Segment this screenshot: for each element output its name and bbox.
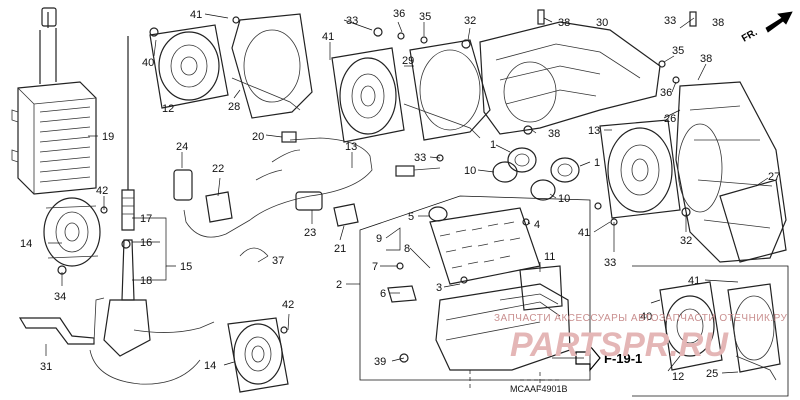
callout-3: 3 bbox=[436, 282, 442, 294]
callout-17: 17 bbox=[140, 213, 152, 225]
callout-32: 32 bbox=[464, 15, 476, 27]
callout-10: 10 bbox=[464, 165, 476, 177]
callout-29: 29 bbox=[402, 55, 414, 67]
callout-13: 13 bbox=[345, 141, 357, 153]
callout-26: 26 bbox=[664, 113, 676, 125]
callout-36: 36 bbox=[660, 87, 672, 99]
leader-lines bbox=[45, 13, 769, 388]
callout-15: 15 bbox=[180, 261, 192, 273]
callout-40: 40 bbox=[640, 311, 652, 323]
antenna-cable-drawing bbox=[173, 131, 441, 257]
amplifier-unit-drawing bbox=[11, 7, 97, 195]
speaker-front-door-drawing bbox=[331, 39, 491, 143]
callout-5: 5 bbox=[408, 211, 414, 223]
callout-33: 33 bbox=[346, 15, 358, 27]
audio-unit-drawing bbox=[359, 195, 591, 381]
callout-27: 27 bbox=[768, 171, 780, 183]
callout-35: 35 bbox=[419, 11, 431, 23]
front-direction-label: FR. bbox=[740, 27, 760, 45]
diagram-code: MCAAF4901B bbox=[510, 384, 568, 394]
callout-22: 22 bbox=[212, 163, 224, 175]
speaker-side-left-drawing bbox=[43, 197, 101, 267]
callout-38: 38 bbox=[558, 17, 570, 29]
watermark-line2: PARTSPR.RU bbox=[510, 326, 729, 364]
callout-13: 13 bbox=[588, 125, 600, 137]
callout-1: 1 bbox=[490, 139, 496, 151]
callout-12: 12 bbox=[162, 103, 174, 115]
callout-33: 33 bbox=[604, 257, 616, 269]
callout-42: 42 bbox=[282, 299, 294, 311]
callout-23: 23 bbox=[304, 227, 316, 239]
callout-6: 6 bbox=[380, 288, 386, 300]
callout-33: 33 bbox=[664, 15, 676, 27]
callout-25: 25 bbox=[706, 368, 718, 380]
callout-7: 7 bbox=[372, 261, 378, 273]
callout-41: 41 bbox=[688, 275, 700, 287]
antenna-bracket-drawing bbox=[18, 297, 105, 345]
callout-30: 30 bbox=[596, 17, 608, 29]
reference-link[interactable]: F-19-1 bbox=[575, 344, 642, 372]
callout-35: 35 bbox=[672, 45, 684, 57]
callout-38: 38 bbox=[548, 128, 560, 140]
detail-inset-drawing bbox=[632, 265, 789, 397]
callout-14: 14 bbox=[204, 360, 216, 372]
callout-40: 40 bbox=[142, 57, 154, 69]
callout-42: 42 bbox=[96, 185, 108, 197]
callout-31: 31 bbox=[40, 361, 52, 373]
callout-41: 41 bbox=[578, 227, 590, 239]
callout-labels: 41 40 12 28 33 36 35 32 38 30 33 38 41 2… bbox=[20, 8, 780, 383]
callout-12: 12 bbox=[672, 371, 684, 383]
front-arrow-icon bbox=[765, 11, 793, 33]
antenna-mast-drawing bbox=[89, 36, 215, 385]
callout-1: 1 bbox=[594, 157, 600, 169]
callout-24: 24 bbox=[176, 141, 188, 153]
speaker-top-left-drawing bbox=[149, 13, 313, 119]
callout-20: 20 bbox=[252, 131, 264, 143]
callout-14: 14 bbox=[20, 238, 32, 250]
callout-38: 38 bbox=[700, 53, 712, 65]
callout-38: 38 bbox=[712, 17, 724, 29]
reference-label: F-19-1 bbox=[604, 351, 642, 366]
callout-2: 2 bbox=[336, 279, 342, 291]
callout-10: 10 bbox=[558, 193, 570, 205]
callout-39: 39 bbox=[374, 356, 386, 368]
callout-21: 21 bbox=[334, 243, 346, 255]
callout-41: 41 bbox=[190, 9, 202, 21]
callout-9: 9 bbox=[376, 233, 382, 245]
callout-18: 18 bbox=[140, 275, 152, 287]
callout-19: 19 bbox=[102, 131, 114, 143]
callout-32: 32 bbox=[680, 235, 692, 247]
callout-37: 37 bbox=[272, 255, 284, 267]
speaker-right-drawing bbox=[599, 119, 723, 219]
callout-34: 34 bbox=[54, 291, 66, 303]
callout-11: 11 bbox=[544, 251, 555, 263]
watermark-line1: ЗАПЧАСТИ АКСЕССУАРЫ АВТОЗАПЧАСТИ ОТЕЧНИК… bbox=[494, 313, 788, 324]
callout-28: 28 bbox=[228, 101, 240, 113]
callout-36: 36 bbox=[393, 8, 405, 20]
speaker-duct-drawing bbox=[479, 21, 661, 135]
callout-41: 41 bbox=[322, 31, 334, 43]
reference-arrow-icon bbox=[575, 344, 601, 372]
callout-8: 8 bbox=[404, 243, 410, 255]
speaker-bottom-center-drawing bbox=[227, 317, 289, 393]
watermark: ЗАПЧАСТИ АКСЕССУАРЫ АВТОЗАПЧАСТИ ОТЕЧНИК… bbox=[494, 313, 788, 364]
callout-4: 4 bbox=[534, 219, 540, 231]
callout-16: 16 bbox=[140, 237, 152, 249]
front-direction-indicator: FR. bbox=[740, 11, 793, 45]
callout-33: 33 bbox=[414, 152, 426, 164]
